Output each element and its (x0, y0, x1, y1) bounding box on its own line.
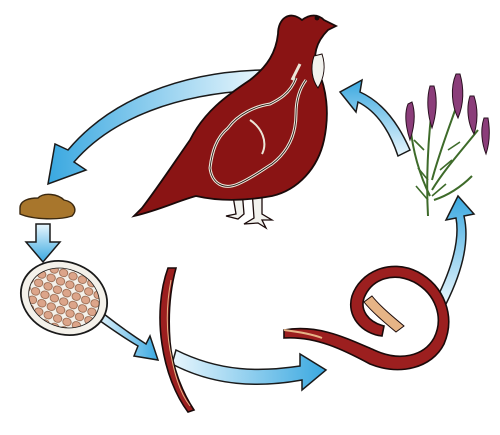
dropping-icon (20, 194, 75, 218)
grouse-icon (134, 16, 336, 229)
egg-capsule-icon (10, 249, 117, 347)
larva-worm-icon (160, 268, 194, 412)
arrow-heather-to-bird (340, 80, 410, 156)
coiled-worm-icon (284, 266, 449, 369)
arrow-coiled-to-heather (436, 196, 474, 304)
arrow-eggs-to-larva (96, 314, 158, 360)
arrow-dropping-to-eggs (26, 224, 60, 262)
heather-plant-icon (406, 74, 489, 216)
arrow-larva-to-coiled (172, 350, 326, 390)
